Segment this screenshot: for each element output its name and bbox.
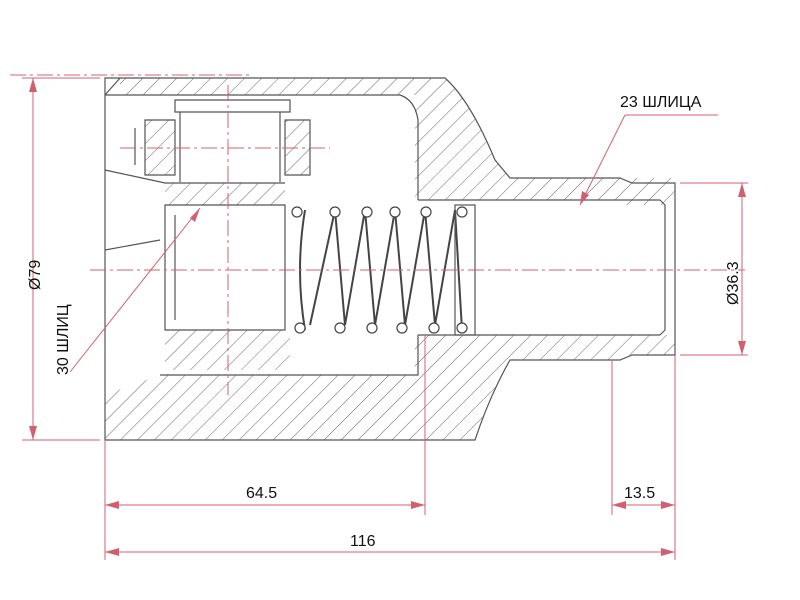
shaft-length-label: 13.5 — [624, 485, 655, 502]
dimension-labels: Ø79 30 ШЛИЦ 23 ШЛИЦА Ø36.3 64.5 13.5 116 — [27, 94, 742, 550]
centerlines — [10, 74, 745, 395]
outer-splines-label: 23 ШЛИЦА — [620, 94, 702, 111]
outer-diameter-label: Ø79 — [27, 260, 44, 290]
inner-splines-label: 30 ШЛИЦ — [55, 304, 72, 375]
inner-length-label: 64.5 — [246, 485, 277, 502]
shaft-diameter-label: Ø36.3 — [725, 261, 742, 305]
housing-section — [105, 78, 675, 440]
total-length-label: 116 — [350, 533, 376, 550]
dimension-lines — [22, 77, 748, 560]
housing-outline — [104, 77, 676, 441]
